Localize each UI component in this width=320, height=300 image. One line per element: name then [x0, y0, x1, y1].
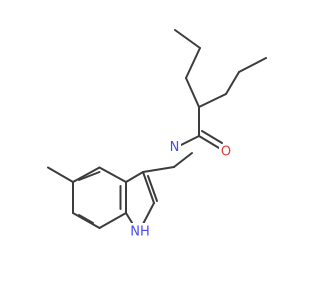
- bond: [185, 77, 200, 108]
- bond: [78, 171, 101, 181]
- bond: [147, 175, 158, 202]
- bond: [47, 166, 74, 183]
- atom-nh-indole: NH: [128, 223, 152, 240]
- bond: [98, 212, 127, 229]
- bond: [72, 212, 101, 229]
- atom-label-o: O: [221, 145, 231, 160]
- bond: [78, 214, 94, 224]
- bond: [180, 135, 200, 146]
- atom-label-nh: NH: [130, 225, 150, 240]
- atom-label-n: N: [170, 140, 180, 155]
- bond: [198, 135, 220, 149]
- bond: [238, 57, 267, 73]
- atom-o-carbonyl: O: [219, 144, 233, 160]
- molecule-structure: N O NH: [47, 29, 267, 240]
- bond: [225, 71, 240, 95]
- bond: [201, 130, 223, 144]
- bond: [142, 171, 155, 204]
- bond: [173, 152, 193, 168]
- bond: [142, 166, 175, 173]
- bond: [72, 166, 101, 183]
- atom-n-amide: N: [167, 139, 181, 155]
- bond-lines: [47, 29, 267, 229]
- bond: [185, 47, 201, 79]
- molecule-diagram: N O NH: [47, 29, 267, 240]
- bond: [198, 93, 227, 108]
- bond: [125, 171, 144, 183]
- bond: [174, 29, 201, 49]
- bond: [98, 166, 127, 183]
- bond: [141, 202, 155, 227]
